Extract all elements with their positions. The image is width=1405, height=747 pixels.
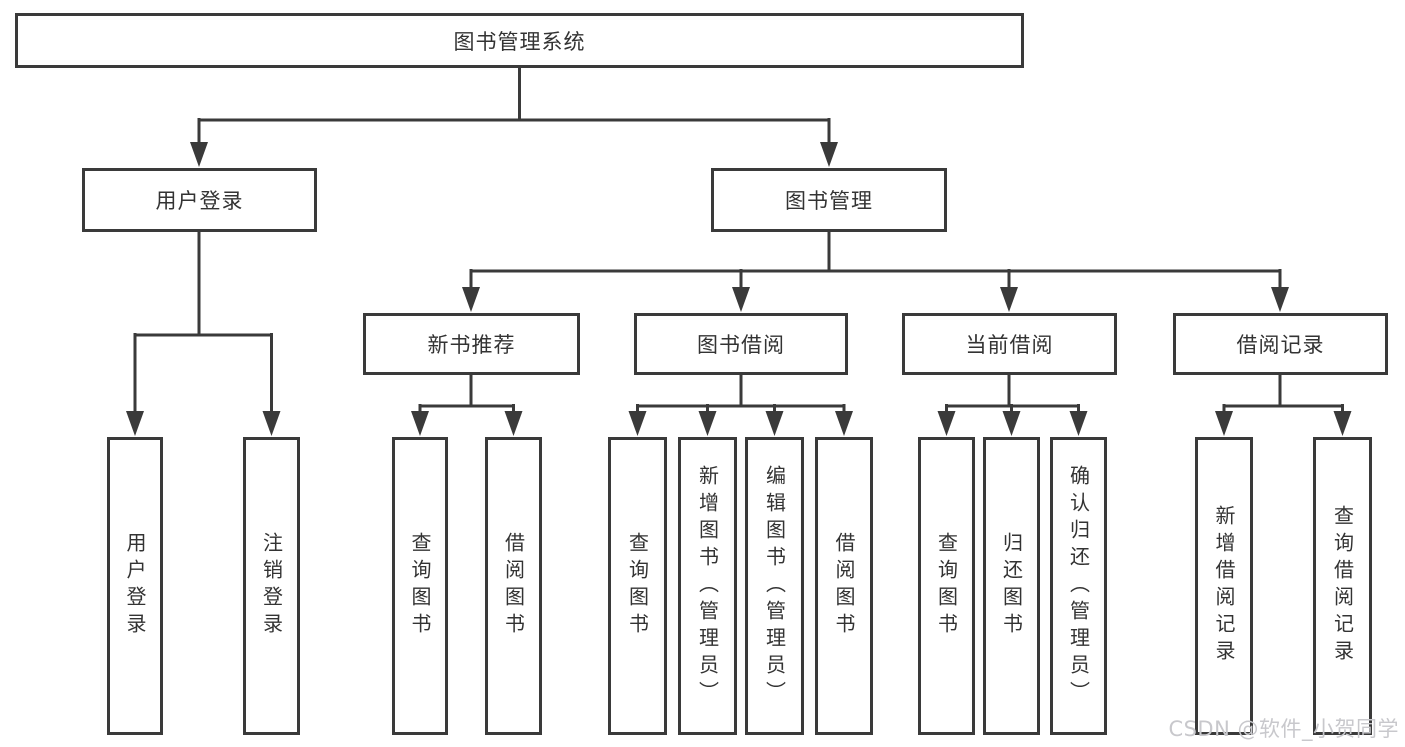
leaf-bb-borrow-books: 借阅图书 xyxy=(815,437,873,735)
node-book-management: 图书管理 xyxy=(711,168,947,232)
node-root: 图书管理系统 xyxy=(15,13,1024,68)
node-book-borrowing: 图书借阅 xyxy=(634,313,848,375)
leaf-nbr-borrow-books: 借阅图书 xyxy=(485,437,542,735)
leaf-bb-edit-books-admin: 编辑图书（管理员） xyxy=(745,437,804,735)
node-user-login-label: 用户登录 xyxy=(155,189,244,213)
leaf-cb-confirm-return-admin-label: 确认归还（管理员） xyxy=(1066,464,1091,708)
leaf-br-add-borrow-record: 新增借阅记录 xyxy=(1195,437,1253,735)
node-current-borrowing-label: 当前借阅 xyxy=(965,333,1054,357)
node-book-borrowing-label: 图书借阅 xyxy=(697,333,785,357)
node-new-book-recommend: 新书推荐 xyxy=(363,313,580,375)
leaf-cb-return-books-label: 归还图书 xyxy=(999,532,1024,640)
leaf-nbr-query-books: 查询图书 xyxy=(392,437,448,735)
leaf-bb-add-books-admin-label: 新增图书（管理员） xyxy=(695,464,720,708)
node-user-login: 用户登录 xyxy=(82,168,317,232)
leaf-user-login-label: 用户登录 xyxy=(123,532,147,640)
watermark: CSDN @软件_小贺同学 xyxy=(1168,717,1399,741)
leaf-br-add-borrow-record-label: 新增借阅记录 xyxy=(1212,505,1236,667)
node-book-management-label: 图书管理 xyxy=(785,189,873,213)
leaf-logout: 注销登录 xyxy=(243,437,300,735)
node-borrow-records-label: 借阅记录 xyxy=(1236,333,1325,357)
leaf-cb-query-books-label: 查询图书 xyxy=(934,532,959,640)
leaf-nbr-query-books-label: 查询图书 xyxy=(408,532,432,640)
leaf-bb-add-books-admin: 新增图书（管理员） xyxy=(678,437,737,735)
node-borrow-records: 借阅记录 xyxy=(1173,313,1388,375)
leaf-cb-return-books: 归还图书 xyxy=(983,437,1040,735)
leaf-nbr-borrow-books-label: 借阅图书 xyxy=(501,532,526,640)
node-current-borrowing: 当前借阅 xyxy=(902,313,1117,375)
node-new-book-recommend-label: 新书推荐 xyxy=(427,333,516,357)
leaf-bb-borrow-books-label: 借阅图书 xyxy=(832,532,856,640)
arrowhead-icons xyxy=(126,142,1352,436)
leaf-br-query-borrow-record: 查询借阅记录 xyxy=(1313,437,1372,735)
leaf-cb-query-books: 查询图书 xyxy=(918,437,975,735)
leaf-bb-query-books-label: 查询图书 xyxy=(625,532,650,640)
leaf-bb-edit-books-admin-label: 编辑图书（管理员） xyxy=(762,464,787,708)
leaf-user-login: 用户登录 xyxy=(107,437,163,735)
node-root-label: 图书管理系统 xyxy=(453,29,586,54)
leaf-cb-confirm-return-admin: 确认归还（管理员） xyxy=(1050,437,1107,735)
leaf-logout-label: 注销登录 xyxy=(259,532,284,640)
leaf-bb-query-books: 查询图书 xyxy=(608,437,667,735)
leaf-br-query-borrow-record-label: 查询借阅记录 xyxy=(1330,505,1355,667)
